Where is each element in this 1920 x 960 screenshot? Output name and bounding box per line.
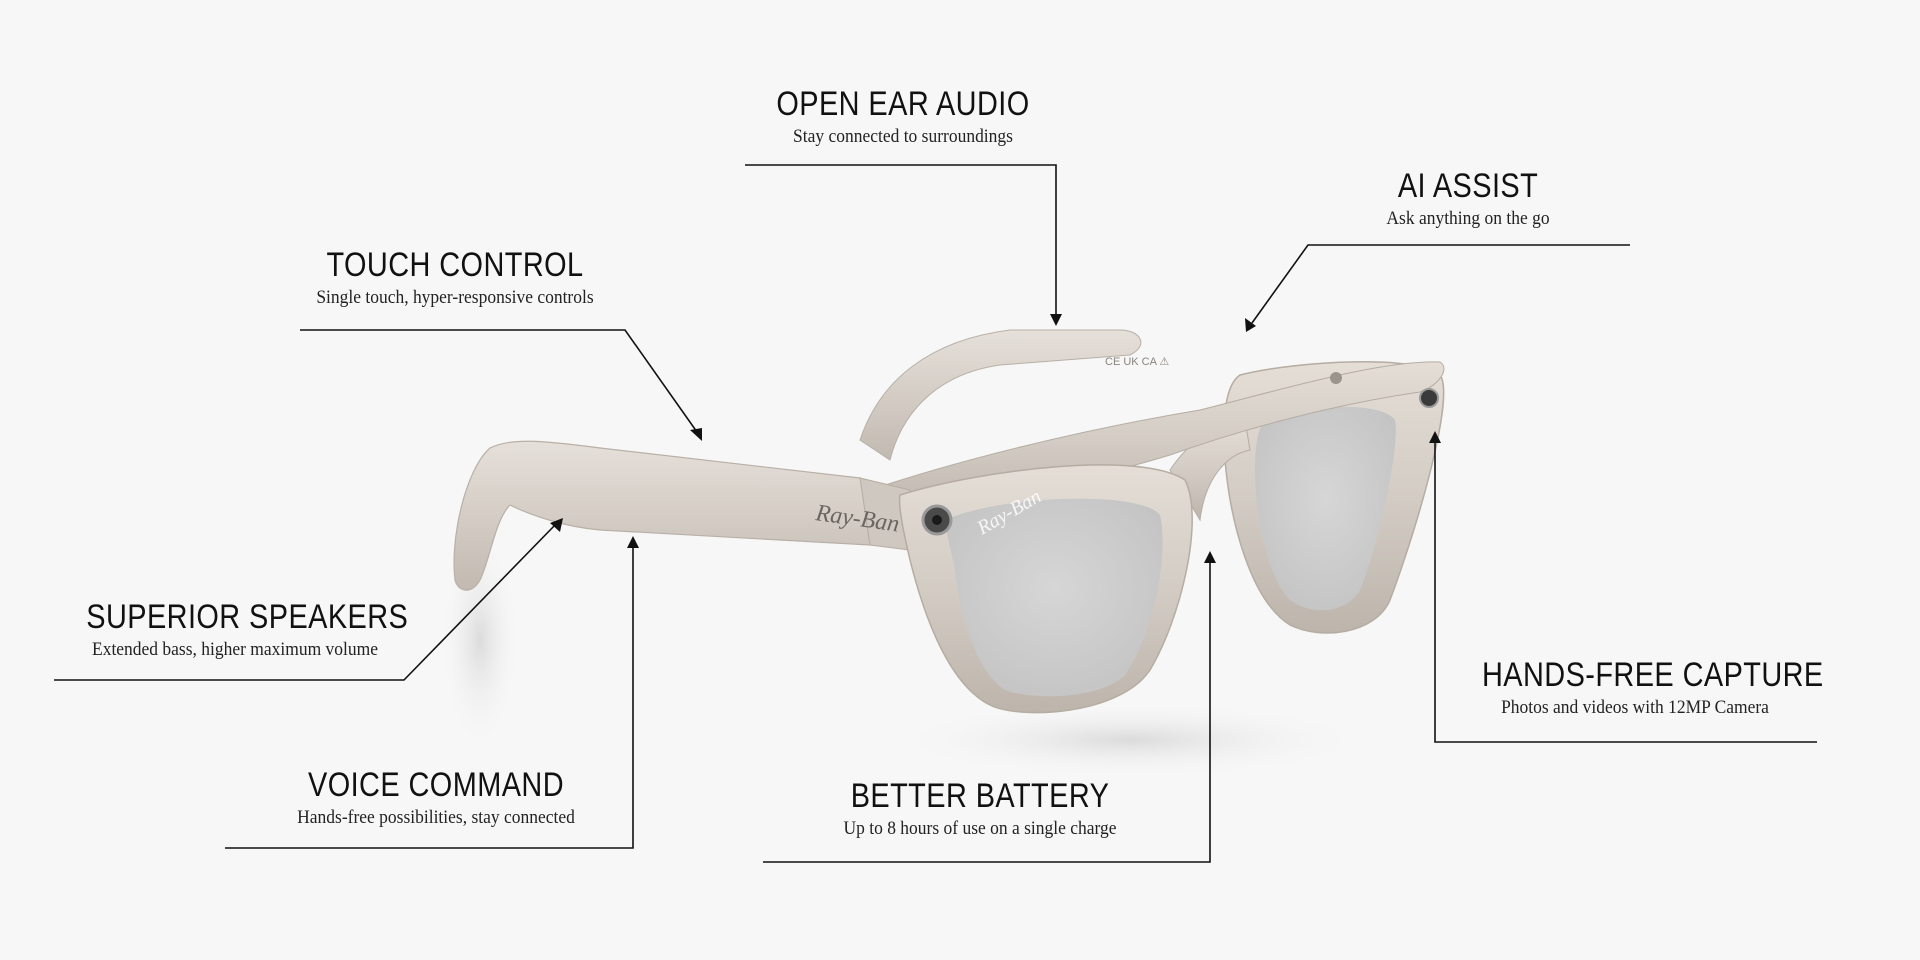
callout-line-hands-free-capture (1434, 440, 1817, 743)
feature-voice-command: VOICE COMMAND Hands-free possibilities, … (250, 765, 622, 831)
arrowhead (1050, 314, 1062, 326)
arrowhead (627, 536, 639, 548)
feature-title: SUPERIOR SPEAKERS (86, 598, 409, 636)
far-temple-arm (859, 329, 1142, 461)
feature-title: BETTER BATTERY (850, 777, 1110, 815)
regulatory-marks: CE UK CA ⚠ (1105, 356, 1169, 368)
feature-subtitle: Hands-free possibilities, stay connected (297, 807, 575, 828)
feature-superior-speakers: SUPERIOR SPEAKERS Extended bass, higher … (60, 597, 410, 663)
sensor-icon (1330, 372, 1342, 384)
callout-line-superior-speakers (54, 523, 557, 681)
feature-title: TOUCH CONTROL (326, 246, 584, 284)
feature-subtitle: Photos and videos with 12MP Camera (1501, 697, 1769, 718)
near-lens (945, 498, 1163, 697)
feature-subtitle: Single touch, hyper-responsive controls (316, 287, 594, 308)
callout-line-better-battery (763, 560, 1211, 863)
arrowhead (690, 428, 702, 441)
shadow (890, 702, 1370, 778)
feature-touch-control: TOUCH CONTROL Single touch, hyper-respon… (260, 245, 650, 311)
feature-hands-free-capture: HANDS-FREE CAPTURE Photos and videos wit… (1455, 655, 1824, 721)
callout-line-open-ear-audio (745, 164, 1057, 315)
arrowhead (1204, 551, 1216, 563)
feature-subtitle: Stay connected to surroundings (793, 126, 1013, 147)
feature-title: OPEN EAR AUDIO (776, 85, 1030, 123)
feature-title: VOICE COMMAND (307, 766, 565, 804)
feature-subtitle: Up to 8 hours of use on a single charge (843, 818, 1117, 839)
arrowhead (1245, 318, 1256, 332)
feature-open-ear-audio: OPEN EAR AUDIO Stay connected to surroun… (700, 84, 1106, 150)
capture-led-icon (1419, 388, 1439, 408)
feature-ai-assist: AI ASSIST Ask anything on the go (1318, 166, 1618, 232)
arrowhead (1429, 431, 1441, 443)
callout-line-touch-control (300, 329, 698, 433)
feature-title: HANDS-FREE CAPTURE (1482, 656, 1824, 694)
callout-line-voice-command (225, 545, 634, 849)
arrowhead (550, 518, 563, 532)
far-lens (1255, 406, 1396, 611)
callout-line-ai-assist (1251, 244, 1630, 324)
feature-title: AI ASSIST (1397, 167, 1539, 205)
feature-better-battery: BETTER BATTERY Up to 8 hours of use on a… (790, 776, 1170, 842)
feature-subtitle: Extended bass, higher maximum volume (92, 639, 378, 660)
camera-lens-icon (932, 515, 942, 525)
feature-subtitle: Ask anything on the go (1386, 208, 1550, 229)
